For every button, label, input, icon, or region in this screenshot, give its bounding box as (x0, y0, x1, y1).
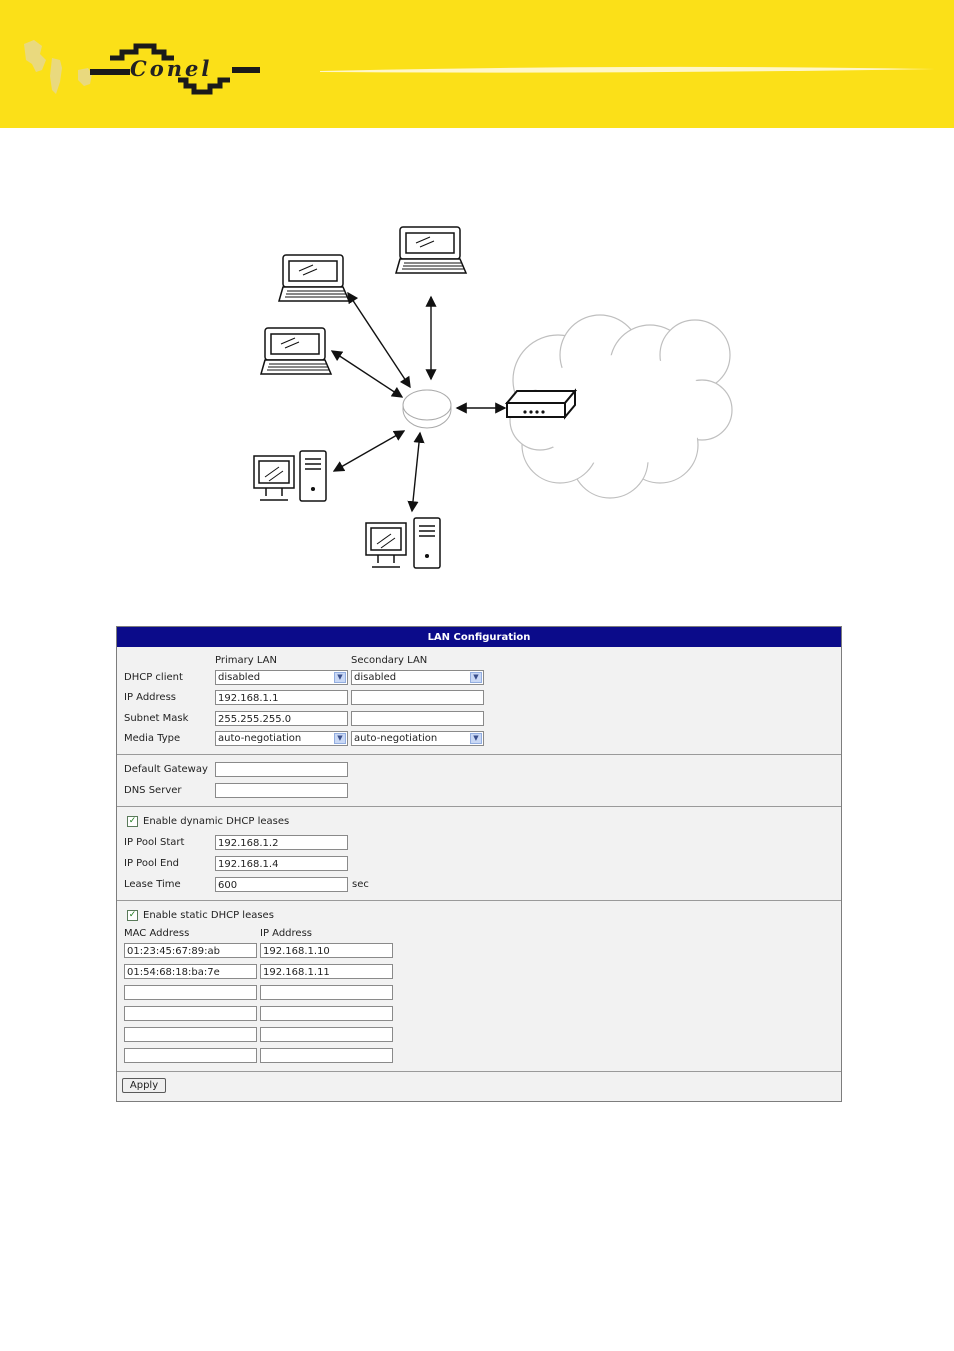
secondary-lan-header: Secondary LAN (351, 655, 428, 666)
page-header: Conel (0, 0, 954, 128)
section-divider (117, 754, 841, 755)
lease-time-input[interactable]: 600 (215, 877, 348, 892)
static-lease-mac-input[interactable]: 01:23:45:67:89:ab (124, 943, 257, 958)
media-type-primary-select[interactable]: auto-negotiation ▼ (215, 731, 348, 746)
ip-pool-start-label: IP Pool Start (124, 837, 185, 848)
laptop-icon-left (260, 327, 333, 375)
desktop-pc-icon-bottom (365, 517, 441, 569)
router-icon (504, 388, 578, 420)
mac-address-header: MAC Address (124, 928, 190, 939)
section-divider (117, 900, 841, 901)
ip-address-header: IP Address (260, 928, 312, 939)
primary-lan-header: Primary LAN (215, 655, 277, 666)
media-type-primary-value: auto-negotiation (218, 733, 302, 744)
media-type-secondary-value: auto-negotiation (354, 733, 438, 744)
world-map-logo-icon (24, 40, 260, 95)
default-gateway-label: Default Gateway (124, 764, 208, 775)
network-diagram (240, 215, 740, 580)
static-lease-mac-input[interactable] (124, 1027, 257, 1042)
laptop-icon-upper-left (278, 254, 351, 302)
static-lease-ip-input[interactable] (260, 1027, 393, 1042)
static-lease-ip-input[interactable] (260, 985, 393, 1000)
dhcp-client-primary-value: disabled (218, 672, 261, 683)
dhcp-client-label: DHCP client (124, 672, 183, 683)
chevron-down-icon[interactable]: ▼ (334, 672, 346, 683)
media-type-secondary-select[interactable]: auto-negotiation ▼ (351, 731, 484, 746)
static-lease-mac-input[interactable] (124, 985, 257, 1000)
chevron-down-icon[interactable]: ▼ (470, 733, 482, 744)
ip-address-secondary-input[interactable] (351, 690, 484, 705)
chevron-down-icon[interactable]: ▼ (334, 733, 346, 744)
static-lease-mac-input[interactable]: 01:54:68:18:ba:7e (124, 964, 257, 979)
ip-address-primary-input[interactable]: 192.168.1.1 (215, 690, 348, 705)
static-lease-mac-input[interactable] (124, 1006, 257, 1021)
header-swoosh (320, 66, 935, 73)
ip-address-label: IP Address (124, 692, 176, 703)
subnet-mask-label: Subnet Mask (124, 713, 189, 724)
dns-server-input[interactable] (215, 783, 348, 798)
enable-static-dhcp-checkbox[interactable]: ✓ (127, 910, 138, 921)
static-lease-ip-input[interactable] (260, 1006, 393, 1021)
ip-pool-end-input[interactable]: 192.168.1.4 (215, 856, 348, 871)
static-lease-ip-input[interactable] (260, 1048, 393, 1063)
subnet-mask-primary-input[interactable]: 255.255.255.0 (215, 711, 348, 726)
internet-cloud (509, 314, 733, 499)
section-divider (117, 1071, 841, 1072)
static-lease-mac-input[interactable] (124, 1048, 257, 1063)
enable-dynamic-dhcp-label: Enable dynamic DHCP leases (143, 816, 290, 827)
lease-time-unit: sec (352, 879, 369, 890)
chevron-down-icon[interactable]: ▼ (470, 672, 482, 683)
ip-pool-end-label: IP Pool End (124, 858, 180, 869)
desktop-pc-icon-left (253, 450, 327, 502)
section-divider (117, 806, 841, 807)
dhcp-client-secondary-select[interactable]: disabled ▼ (351, 670, 484, 685)
dhcp-client-secondary-value: disabled (354, 672, 397, 683)
enable-dynamic-dhcp-checkbox[interactable]: ✓ (127, 816, 138, 827)
enable-static-dhcp-label: Enable static DHCP leases (143, 910, 274, 921)
brand-logo-text: Conel (130, 56, 213, 81)
default-gateway-input[interactable] (215, 762, 348, 777)
apply-button[interactable]: Apply (122, 1078, 166, 1093)
lease-time-label: Lease Time (124, 879, 181, 890)
ip-pool-start-input[interactable]: 192.168.1.2 (215, 835, 348, 850)
media-type-label: Media Type (124, 733, 181, 744)
switch-hub-icon (402, 389, 452, 429)
static-lease-ip-input[interactable]: 192.168.1.10 (260, 943, 393, 958)
dns-server-label: DNS Server (124, 785, 182, 796)
subnet-mask-secondary-input[interactable] (351, 711, 484, 726)
laptop-icon-top (395, 226, 468, 274)
static-lease-ip-input[interactable]: 192.168.1.11 (260, 964, 393, 979)
dhcp-client-primary-select[interactable]: disabled ▼ (215, 670, 348, 685)
lan-configuration-panel: LAN Configuration Primary LAN Secondary … (116, 626, 842, 1102)
panel-title: LAN Configuration (117, 627, 841, 647)
